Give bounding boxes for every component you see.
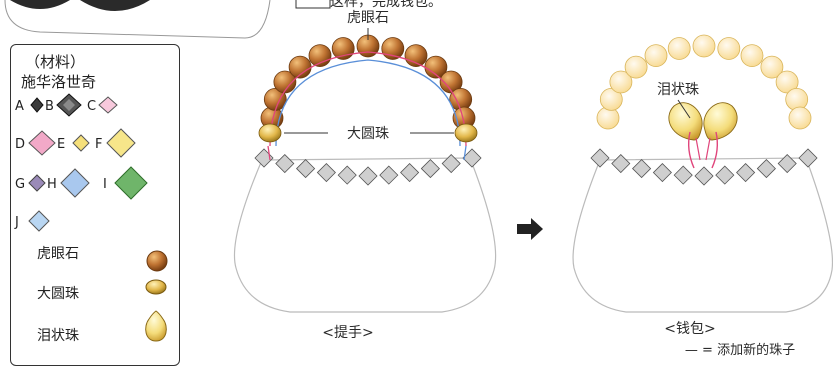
crystal: [611, 153, 631, 174]
pale-bead: [644, 44, 668, 67]
crystal: [420, 159, 440, 179]
materials-title: （材料）: [25, 53, 86, 71]
pale-bead: [788, 106, 812, 130]
crystal: [400, 162, 420, 183]
crystal-letter: J: [14, 215, 19, 230]
thread-blue: [275, 59, 461, 147]
crystal: [715, 165, 735, 185]
bead-swatches: [145, 279, 167, 342]
label-round-bead: 大圆珠: [347, 126, 389, 142]
caption-handle: <提手>: [322, 325, 373, 341]
bead-label-tear: 泪状珠: [37, 328, 79, 344]
crystal-letter: B: [45, 99, 54, 114]
crystal: [462, 148, 482, 168]
crystal: [379, 165, 399, 185]
pale-bead: [775, 70, 799, 94]
label-tiger-eye: 虎眼石: [347, 10, 389, 26]
pale-bead: [717, 37, 741, 60]
tiger-eye-bead: [273, 70, 297, 94]
crystal-letter: H: [47, 177, 57, 192]
tiger-eye-bead: [439, 70, 463, 94]
crystal-row: [254, 148, 482, 186]
top-decoration: [4, 0, 271, 39]
pale-bead: [624, 55, 648, 79]
round-bead-right: [454, 123, 478, 143]
tiger-eye-arc: [260, 34, 476, 130]
pale-bead: [599, 88, 623, 111]
label-tear-bead: 泪状珠: [657, 82, 699, 98]
materials-brand: 施华洛世奇: [21, 73, 97, 91]
purse-figure: 泪状珠 <钱包> — = 添加新的珠子: [572, 34, 833, 358]
bag-outline: [233, 157, 497, 313]
top-note-text: 这样，完成钱包。: [330, 0, 442, 10]
handle-figure: 虎眼石 大圆珠 <提手>: [233, 10, 497, 341]
crystal-letter: D: [15, 137, 25, 152]
materials-panel: （材料） 施华洛世奇 A B C D E F G H I J 虎眼石 大圆珠 泪…: [10, 44, 180, 366]
bead-label-round: 大圆珠: [37, 286, 79, 302]
pale-bead-arc: [596, 34, 812, 130]
crystal: [590, 148, 610, 168]
crystal: [694, 166, 714, 186]
crystal: [275, 153, 295, 174]
pale-bead: [740, 44, 764, 67]
legend-note: — = 添加新的珠子: [685, 342, 795, 358]
bead-label-tiger-eye: 虎眼石: [37, 246, 79, 262]
top-note: 这样，完成钱包。: [295, 0, 442, 10]
pale-bead: [760, 55, 784, 79]
crystal-letter: I: [103, 177, 107, 192]
crystal-letter: F: [95, 137, 102, 152]
thread-pink: [269, 51, 467, 147]
crystal: [736, 162, 756, 183]
tear-bead-left: [668, 102, 703, 141]
crystal: [756, 159, 776, 179]
crystal: [296, 159, 316, 179]
crystal-row: [590, 148, 818, 186]
right-arrow-icon: [517, 218, 543, 240]
pale-bead: [609, 70, 633, 94]
crystal: [358, 166, 378, 186]
crystal: [337, 165, 357, 185]
crystal: [673, 165, 693, 185]
purse-outline: [572, 157, 833, 313]
round-bead-left: [258, 123, 282, 143]
crystal-letter: C: [87, 99, 96, 114]
caption-purse: <钱包>: [664, 321, 715, 337]
crystal: [777, 153, 797, 174]
crystal: [316, 162, 336, 183]
crystal-letter: E: [57, 137, 65, 152]
crystal: [441, 153, 461, 174]
tear-bead-right: [703, 102, 738, 141]
crystal: [798, 148, 818, 168]
pale-bead: [667, 37, 691, 60]
crystal-letter: G: [15, 177, 25, 192]
crystal: [652, 162, 672, 183]
pale-bead: [692, 34, 716, 58]
crystal: [632, 159, 652, 179]
crystal-swatches: A B C D E F G H I J: [14, 93, 168, 272]
crystal-letter: A: [15, 99, 24, 114]
